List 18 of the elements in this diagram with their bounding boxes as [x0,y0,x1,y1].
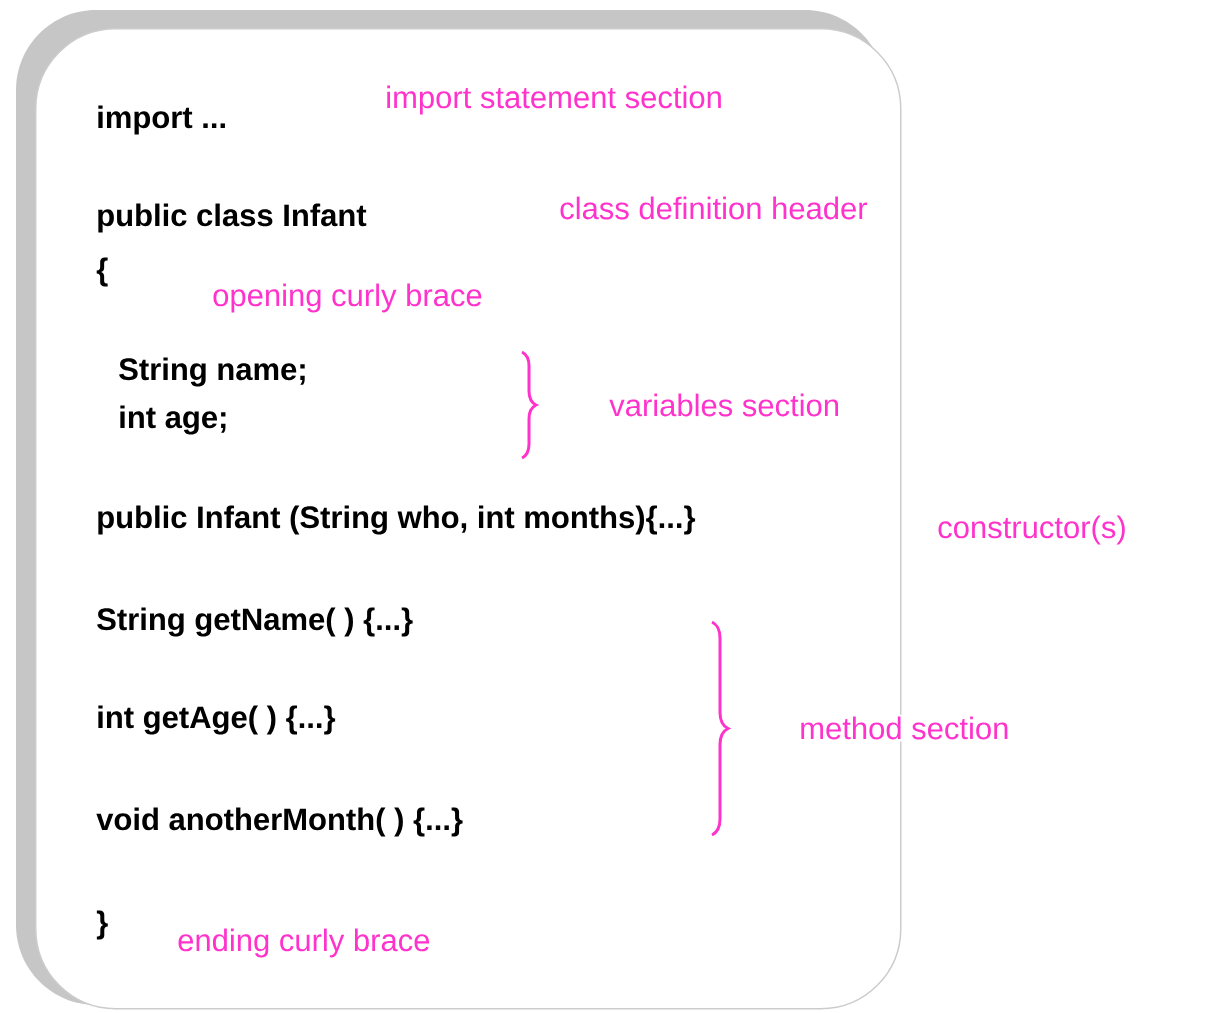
code-line: { [96,257,108,287]
annotation-label: constructor(s) [935,513,1129,547]
annotation-label: class definition header [557,194,870,222]
code-line: public class Infant [98,203,367,233]
code-line: } [96,910,108,940]
code-line: void anotherMonth( ) {...} [96,807,463,837]
annotation-label: variables section [607,391,843,419]
annotation-label: method section [797,714,1012,742]
code-line: int getAge( ) {...} [98,705,336,735]
code-line: int age; [120,405,226,435]
code-card [16,10,902,1010]
code-line: String getName( ) {...} [97,607,413,637]
code-line: public Infant (String who, int months){...} [98,505,696,535]
annotation-label: import statement section [383,83,725,117]
code-line: import ... [98,105,225,135]
annotation-label: opening curly brace [210,281,485,315]
code-line: String name; [119,357,305,387]
annotation-label: ending curly brace [175,926,433,960]
